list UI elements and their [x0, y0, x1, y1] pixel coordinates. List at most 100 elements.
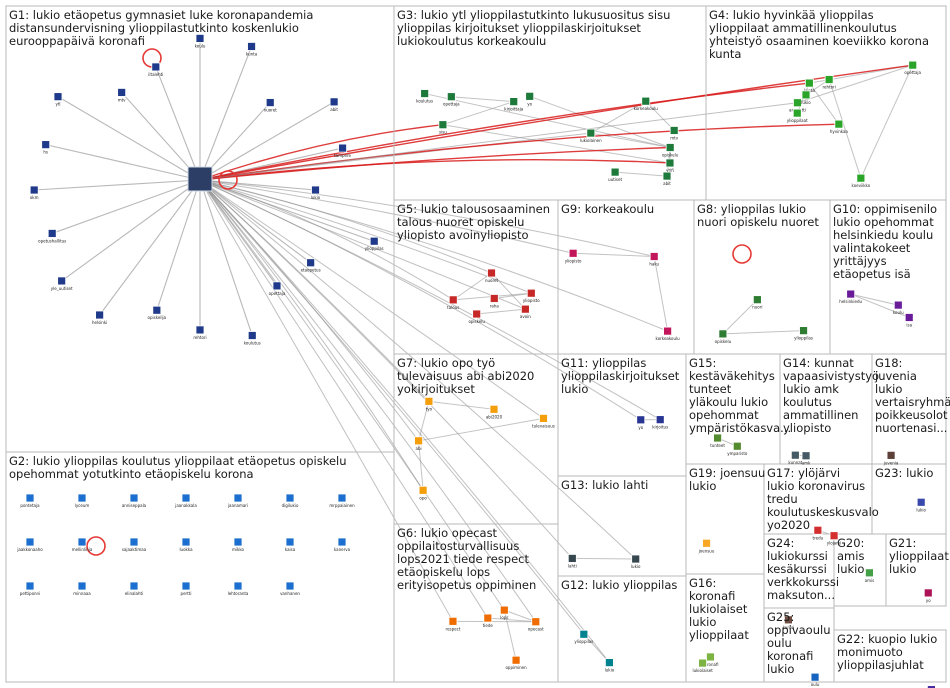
node-g10-koulu[interactable]: koulu	[893, 300, 904, 315]
node-g2-elinalahti[interactable]: elinalahti	[125, 581, 143, 596]
node-g22-kuopio[interactable]: kuopio	[925, 685, 939, 688]
node-g5-talous[interactable]: talous	[447, 295, 459, 310]
node-g1-ylioppilas[interactable]: ylioppilas	[365, 236, 384, 251]
node-g2-pontetaja[interactable]: pontetaja	[20, 493, 40, 508]
node-g1-lukio[interactable]: lukio	[311, 185, 321, 200]
node-g7-tyo[interactable]: tyo	[424, 396, 434, 411]
node-g1-koulu[interactable]: koulu	[195, 34, 206, 48]
node-g15-tunteet[interactable]: tunteet	[710, 433, 725, 448]
node-g2-kanerva[interactable]: kanerva	[334, 537, 351, 552]
node-g2-mellinlinja[interactable]: mellinlinja	[72, 537, 93, 552]
node-g3-korkeakoulu[interactable]: korkeakoulu	[634, 96, 659, 111]
node-g7-tulevaisuus[interactable]: tulevaisuus	[532, 414, 555, 428]
node-g2-vanhanen[interactable]: vanhanen	[280, 581, 300, 596]
node-g5-raha[interactable]: raha	[490, 294, 500, 308]
node-g5-yliopisto[interactable]: yliopisto	[523, 288, 540, 303]
node-g2-minnaaa[interactable]: minnaaa	[73, 581, 91, 596]
node-g2-lyceum[interactable]: lyceum	[75, 493, 90, 508]
node-g23-lukio[interactable]: lukio	[916, 497, 926, 512]
node-g11-kirjoitus[interactable]: kirjoitus	[652, 415, 668, 430]
node-g16-koronafi[interactable]: koronafi	[702, 652, 719, 667]
node-g14-amk[interactable]: amk	[801, 451, 811, 466]
node-g3-ytlfi[interactable]: ytlfi	[665, 158, 675, 173]
node-g2-jaanakkala[interactable]: jaanakkala	[174, 493, 197, 508]
node-g1-hs[interactable]: hs	[41, 140, 51, 155]
node-g6-tiede[interactable]: tiede	[483, 613, 494, 628]
node-g2-digilukio[interactable]: digilukio	[282, 493, 299, 508]
node-g1-okm[interactable]: okm	[29, 185, 39, 200]
node-g13-lahti[interactable]: lahti	[567, 554, 577, 568]
node-g20-amis[interactable]: amis	[865, 568, 875, 583]
node-g11-yo[interactable]: yo	[636, 415, 646, 430]
node-g13-lukio[interactable]: lukio	[631, 554, 641, 569]
node-g2-jaanamari[interactable]: jaanamari	[227, 493, 248, 508]
node-g10-helsinkiedu[interactable]: helsinkiedu	[839, 289, 863, 304]
node-g1-etaopetus[interactable]: etaopetus	[301, 258, 321, 273]
node-g6-oppiminen[interactable]: oppiminen	[505, 655, 527, 670]
node-g3-mtv[interactable]: mtv	[669, 126, 679, 140]
node-g3-lukiolainen[interactable]: lukiolainen	[580, 128, 602, 143]
node-g1-iltalehti[interactable]: iltalehti	[148, 62, 163, 77]
node-g2-jaakkonaaho[interactable]: jaakkonaaho	[16, 537, 43, 552]
node-g3-opiskelu[interactable]: opiskelu	[662, 143, 679, 158]
node-g1-rehtori[interactable]: rehtori	[193, 325, 207, 340]
node-g1-yle_uutiset[interactable]: yle_uutiset	[51, 276, 73, 291]
node-g3-yo[interactable]: yo	[525, 91, 535, 106]
node-g2-pettiponni[interactable]: pettiponni	[20, 581, 40, 596]
node-g3-koulutus[interactable]: koulutus	[416, 89, 433, 104]
node-g18-juvenia[interactable]: juvenia	[883, 450, 899, 465]
node-g9-haku[interactable]: haku	[649, 252, 660, 266]
node-g1-tampere[interactable]: tampere	[334, 143, 352, 158]
node-g25-oulu[interactable]: oulu	[810, 672, 820, 687]
node-g8-ylioppilas[interactable]: ylioppilas	[794, 326, 813, 341]
node-g17-ylojarvi[interactable]: ylojarvi	[827, 531, 842, 546]
node-g3-sisu[interactable]: sisu	[438, 120, 448, 135]
node-g12-lukio[interactable]: lukio	[605, 658, 615, 673]
node-g3-abit[interactable]: abit	[662, 171, 672, 186]
node-g19-joensuu[interactable]: joensuu	[698, 538, 715, 553]
node-g6-respect[interactable]: respect	[446, 616, 461, 631]
node-g2-mikko[interactable]: mikko	[232, 537, 245, 552]
node-g5-nuoret[interactable]: nuoret	[485, 268, 499, 283]
node-g1-kunta[interactable]: kunta	[246, 42, 258, 56]
node-g1-opettaja[interactable]: opettaja	[269, 281, 286, 296]
node-g5-avoin[interactable]: avoin	[520, 304, 531, 319]
node-g2-anniseppala[interactable]: anniseppala	[122, 493, 147, 508]
node-g2-kaisa[interactable]: kaisa	[285, 537, 296, 552]
node-g3-uutiset[interactable]: uutiset	[608, 167, 622, 182]
node-g2-lehtoranta[interactable]: lehtoranta	[228, 581, 249, 596]
node-g1-nuoret[interactable]: nuoret	[264, 98, 278, 113]
node-g7-opo[interactable]: opo	[418, 485, 428, 500]
node-g3-kirjoittaja[interactable]: kirjoittaja	[504, 97, 524, 112]
node-g4-koeviikko[interactable]: koeviikko	[852, 173, 871, 188]
node-g17-tredu[interactable]: tredu	[813, 525, 824, 540]
node-g1-mtv[interactable]: mtv	[117, 88, 127, 102]
node-g1-abit[interactable]: abit	[329, 97, 339, 112]
node-g1-opiskelija[interactable]: opiskelija	[148, 305, 167, 320]
node-g1-koulutus[interactable]: koulutus	[244, 331, 261, 346]
node-g1-helsinki[interactable]: helsinki	[92, 310, 107, 325]
node-g4-ylioppilaat[interactable]: ylioppilaat	[787, 108, 808, 123]
node-g16-lukiolaiset[interactable]: lukiolaiset	[692, 658, 713, 673]
node-g12-ylioppilas[interactable]: ylioppilas	[574, 629, 593, 644]
node-g9-korkeakoulu[interactable]: korkeakoulu	[656, 326, 681, 341]
node-g4-hyvinkaa[interactable]: hyvinkaa	[830, 119, 849, 134]
node-g2-pertti[interactable]: pertti	[181, 581, 192, 596]
node-g2-mrppaiainen[interactable]: mrppaiainen	[329, 493, 355, 508]
node-g2-sajaaktimaa[interactable]: sajaaktimaa	[122, 537, 147, 552]
node-g6-opecast[interactable]: opecast	[528, 617, 544, 632]
node-g4-lukio[interactable]: lukio	[801, 90, 811, 105]
node-g24-kurssi[interactable]: kurssi	[783, 615, 795, 630]
node-g14-kunnat[interactable]: kunnat	[788, 450, 803, 465]
node-g1-ytl[interactable]: ytl	[53, 92, 63, 107]
node-g21-yo[interactable]: yo	[923, 588, 933, 603]
node-g2-luokka[interactable]: luokka	[179, 537, 193, 552]
node-g3-opettaja[interactable]: opettaja	[443, 92, 460, 107]
node-g1-opetushallitus[interactable]: opetushallitus	[38, 229, 66, 243]
node-g8-nuori[interactable]: nuori	[752, 295, 763, 310]
node-g10-isa[interactable]: isa	[904, 313, 914, 327]
node-g4-opettaja[interactable]: opettaja	[904, 60, 922, 75]
node-g7-abi[interactable]: abi	[414, 436, 423, 451]
node-g8-opiskelu[interactable]: opiskelu	[715, 329, 732, 344]
node-g15-ymparisto[interactable]: ymparisto	[727, 441, 748, 456]
